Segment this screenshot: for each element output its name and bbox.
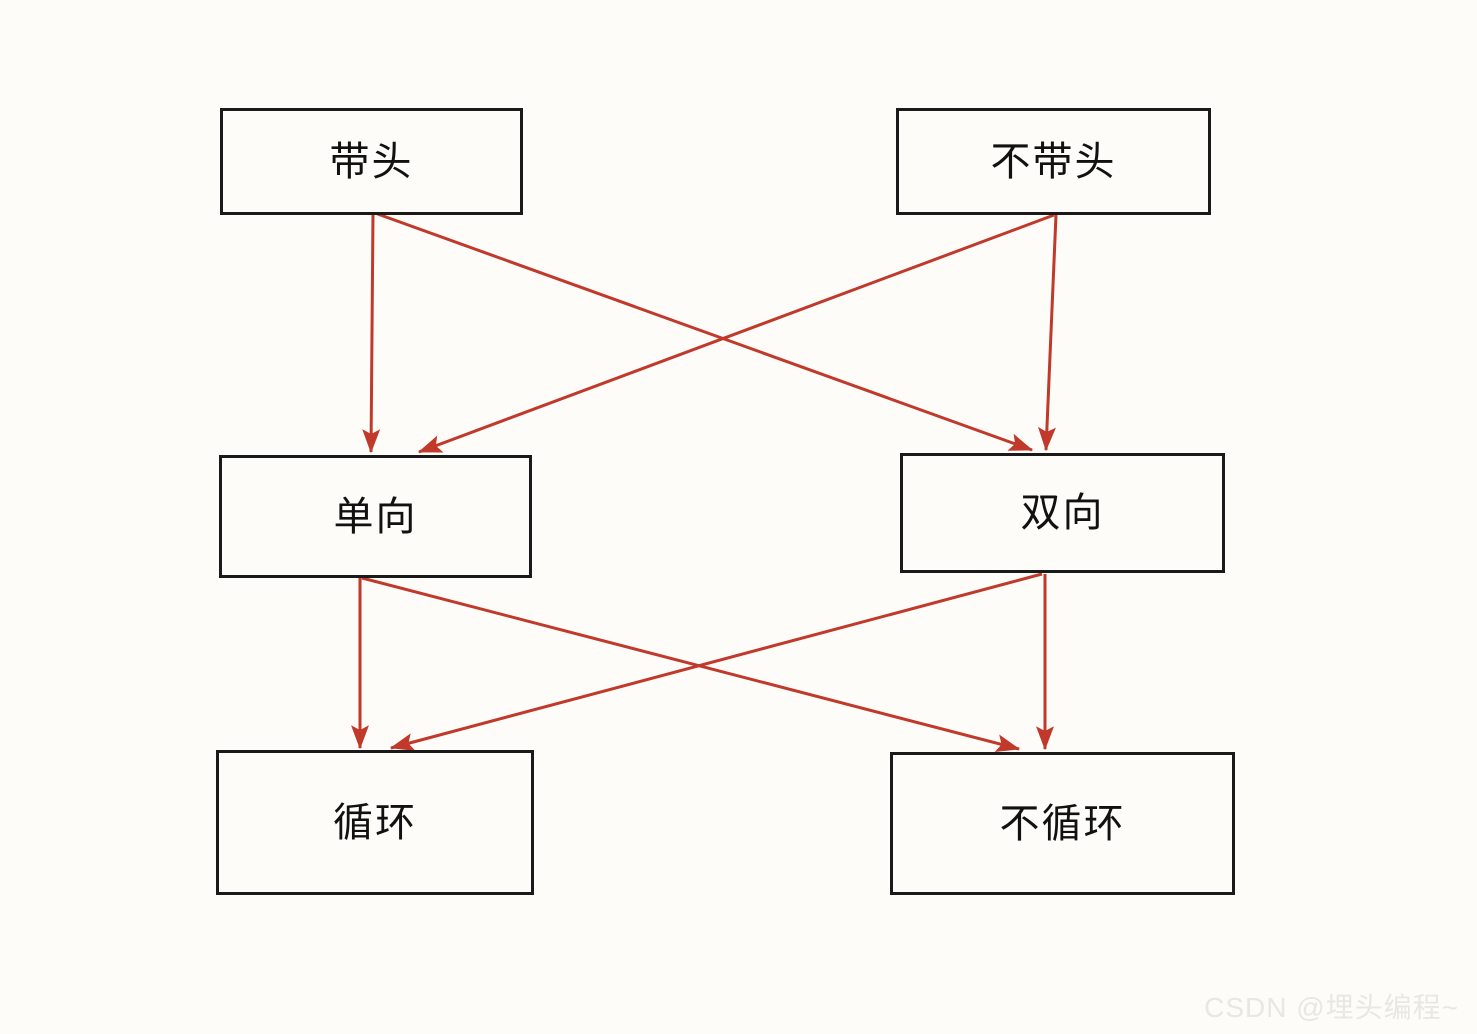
edge-with-head-to-doubly — [374, 211, 1034, 452]
node-without-head[interactable]: 不带头 — [896, 108, 1211, 215]
watermark: CSDN @埋头编程~ — [1204, 992, 1459, 1023]
node-with-head[interactable]: 带头 — [220, 108, 523, 215]
edge-doubly-to-circular — [389, 572, 1043, 751]
node-label: 带头 — [329, 139, 414, 184]
edge-with-head-to-singly — [362, 212, 381, 454]
node-circular[interactable]: 循环 — [216, 750, 534, 895]
edge-without-head-to-doubly — [1037, 214, 1058, 452]
node-singly-linked[interactable]: 单向 — [219, 455, 532, 578]
node-label: 单向 — [333, 494, 418, 539]
node-label: 不循环 — [999, 801, 1126, 846]
node-label: 双向 — [1020, 491, 1105, 535]
node-label: 不带头 — [990, 139, 1117, 184]
edge-without-head-to-singly — [417, 213, 1055, 454]
edge-singly-to-non-circular — [361, 576, 1021, 752]
node-label: 循环 — [333, 800, 417, 845]
node-doubly-linked[interactable]: 双向 — [900, 453, 1225, 573]
node-non-circular[interactable]: 不循环 — [890, 752, 1235, 895]
